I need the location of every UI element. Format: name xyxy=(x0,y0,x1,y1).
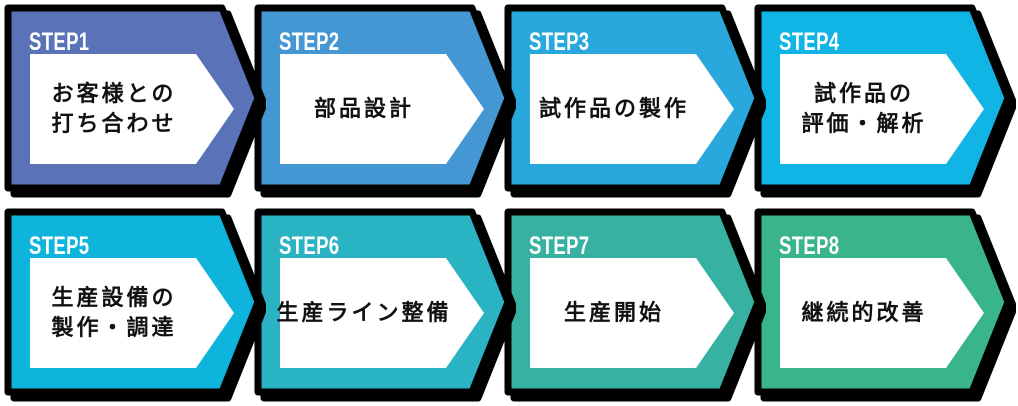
step-text: 試作品の 評価・解析 xyxy=(780,54,948,164)
arrow-inner xyxy=(280,54,484,164)
step-label: STEP3 xyxy=(529,28,590,56)
step-6: STEP6 生産ライン整備 xyxy=(250,206,516,406)
step-text: 生産ライン整備 xyxy=(277,258,449,368)
step-text: 部品設計 xyxy=(280,54,448,164)
step-3: STEP3 試作品の製作 xyxy=(500,2,766,202)
arrow-inner xyxy=(780,54,984,164)
step-text-line: 生産ライン整備 xyxy=(276,300,452,326)
arrow-chevron-icon xyxy=(254,4,516,198)
step-text-line: 打ち合わせ xyxy=(51,111,177,136)
step-7: STEP7 生産開始 xyxy=(500,206,766,406)
arrow-chevron-icon xyxy=(254,208,516,402)
arrow-chevron-icon xyxy=(754,208,1016,402)
step-5: STEP5 生産設備の 製作・調達 xyxy=(0,206,266,406)
step-text: 生産開始 xyxy=(530,258,698,368)
arrow-chevron-icon xyxy=(754,4,1016,198)
step-text: 試作品の製作 xyxy=(530,54,698,164)
arrow-inner xyxy=(530,258,734,368)
step-text-line: 継続的改善 xyxy=(801,300,927,326)
step-text-line: 製作・調達 xyxy=(51,315,177,340)
step-text: 生産設備の 製作・調達 xyxy=(30,258,198,368)
arrow-inner xyxy=(30,54,234,164)
step-text-line: お客様との xyxy=(51,81,177,107)
step-label: STEP1 xyxy=(29,28,90,56)
step-label: STEP5 xyxy=(29,232,90,260)
arrow-chevron-icon xyxy=(4,208,266,402)
step-label: STEP7 xyxy=(529,232,590,260)
step-text: お客様との 打ち合わせ xyxy=(30,54,198,164)
step-text-line: 試作品の xyxy=(813,81,914,107)
arrow-inner xyxy=(780,258,984,368)
step-2: STEP2 部品設計 xyxy=(250,2,516,202)
step-label: STEP2 xyxy=(279,28,340,56)
step-text-line: 生産開始 xyxy=(563,300,664,326)
step-8: STEP8 継続的改善 xyxy=(750,206,1016,406)
arrow-inner xyxy=(30,258,234,368)
step-label: STEP8 xyxy=(779,232,840,260)
step-4: STEP4 試作品の 評価・解析 xyxy=(750,2,1016,202)
arrow-inner xyxy=(280,258,484,368)
step-text-line: 部品設計 xyxy=(313,96,414,122)
step-text-line: 試作品の製作 xyxy=(538,96,689,122)
arrow-chevron-icon xyxy=(4,4,266,198)
step-label: STEP6 xyxy=(279,232,340,260)
step-label: STEP4 xyxy=(779,28,840,56)
step-1: STEP1 お客様との 打ち合わせ xyxy=(0,2,266,202)
step-text-line: 生産設備の xyxy=(51,285,177,311)
arrow-chevron-icon xyxy=(504,4,766,198)
arrow-inner xyxy=(530,54,734,164)
arrow-chevron-icon xyxy=(504,208,766,402)
step-text-line: 評価・解析 xyxy=(801,111,927,136)
step-text: 継続的改善 xyxy=(780,258,948,368)
